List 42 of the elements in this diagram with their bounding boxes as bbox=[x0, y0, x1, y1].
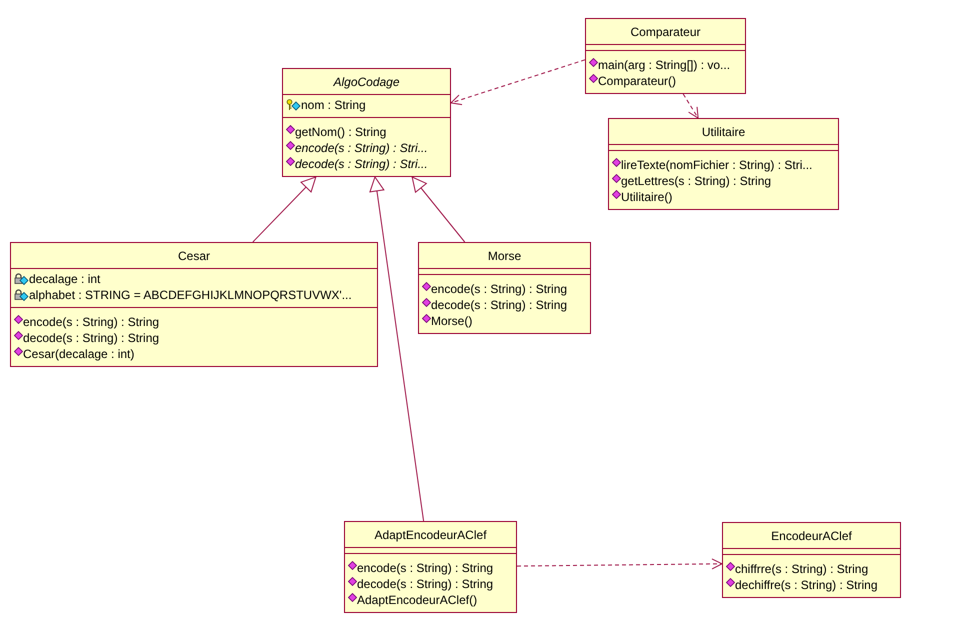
method-text: Morse() bbox=[431, 314, 472, 328]
method-text: dechiffre(s : String) : String bbox=[735, 578, 878, 592]
class-name: Comparateur bbox=[630, 24, 701, 38]
class-name: Utilitaire bbox=[702, 124, 746, 138]
class-box bbox=[10, 242, 378, 367]
method-text: encode(s : String) : String bbox=[23, 315, 160, 329]
method-text: decode(s : String) : String bbox=[357, 577, 494, 591]
class-name: Cesar bbox=[178, 248, 210, 262]
attribute-text: decalage : int bbox=[29, 272, 100, 286]
method-text: chiffrre(s : String) : String bbox=[735, 562, 868, 576]
method-text: encode(s : String) : String bbox=[357, 561, 494, 575]
class-name: AlgoCodage bbox=[333, 74, 400, 88]
method-text: decode(s : String) : String bbox=[431, 298, 568, 312]
method-text: Comparateur() bbox=[598, 74, 676, 88]
method-text: Cesar(decalage : int) bbox=[23, 347, 134, 361]
inheritance-arrow bbox=[252, 176, 316, 242]
inheritance-arrow bbox=[369, 176, 424, 522]
method-text: lireTexte(nomFichier : String) : Stri... bbox=[621, 158, 812, 172]
dependency-arrow bbox=[450, 59, 586, 106]
dependency-arrow bbox=[516, 558, 722, 570]
inheritance-arrow bbox=[412, 176, 466, 242]
method-text: getLettres(s : String) : String bbox=[621, 174, 772, 188]
class-box bbox=[282, 68, 451, 177]
class-box bbox=[418, 242, 591, 334]
attribute-text: alphabet : STRING = ABCDEFGHIJKLMNOPQRSTUVWX'... bbox=[29, 288, 352, 302]
method-text: main(arg : String[]) : vo... bbox=[598, 58, 730, 72]
class-name: EncodeurAClef bbox=[771, 528, 852, 542]
class-box bbox=[608, 118, 839, 210]
method-text: decode(s : String) : Stri... bbox=[295, 157, 428, 171]
method-text: AdaptEncodeurAClef() bbox=[357, 593, 478, 607]
class-name: AdaptEncodeurAClef bbox=[374, 528, 487, 542]
method-text: encode(s : String) : String bbox=[431, 282, 568, 296]
method-text: encode(s : String) : Stri... bbox=[295, 141, 428, 155]
attribute-text: nom : String bbox=[301, 98, 366, 112]
class-box bbox=[722, 522, 901, 598]
class-box bbox=[344, 521, 517, 613]
class-box bbox=[585, 18, 746, 94]
method-text: decode(s : String) : String bbox=[23, 331, 160, 345]
method-text: Utilitaire() bbox=[621, 190, 672, 204]
dependency-arrow bbox=[682, 94, 699, 118]
method-text: getNom() : String bbox=[295, 125, 386, 139]
class-name: Morse bbox=[488, 248, 522, 262]
